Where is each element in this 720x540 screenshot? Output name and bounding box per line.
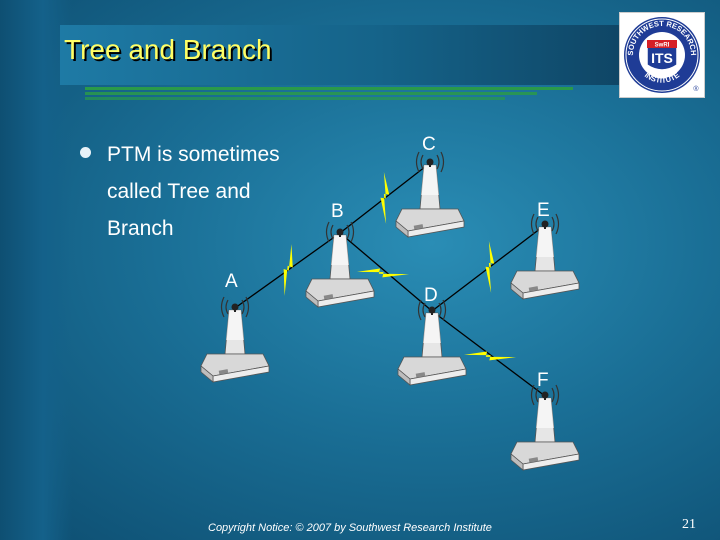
- node-a-radio-icon: [200, 296, 270, 383]
- node-f-radio-icon: [510, 384, 580, 471]
- node-b-radio-icon: [305, 221, 375, 308]
- svg-text:®: ®: [693, 85, 699, 93]
- slide-title: Tree and Branch: [64, 34, 272, 65]
- bullet-text: PTM is sometimes called Tree and Branch: [107, 136, 327, 247]
- link-a-b: [234, 232, 341, 309]
- bullet-dot: [80, 147, 91, 158]
- node-label-f: F: [537, 370, 549, 391]
- title-rule: [85, 87, 573, 90]
- title-bar: [60, 25, 700, 85]
- link-d-f: [431, 310, 546, 397]
- left-stripe: [0, 0, 72, 540]
- lightning-icon: [263, 244, 313, 296]
- page-number: 21: [682, 517, 696, 532]
- link-b-d: [339, 232, 433, 312]
- bullet-line: called Tree and: [107, 180, 251, 203]
- node-d-radio-icon: [397, 299, 467, 386]
- swri-seal-icon: SOUTHWEST RESEARCH INSTITUTE SwRI ITS ®: [624, 17, 700, 93]
- title-rule: [85, 92, 537, 95]
- node-label-d: D: [424, 285, 438, 306]
- svg-text:SwRI: SwRI: [655, 43, 670, 49]
- node-label-e: E: [537, 200, 550, 221]
- bullet-line: Branch: [107, 217, 174, 240]
- node-e-radio-icon: [510, 213, 580, 300]
- node-c-radio-icon: [395, 151, 465, 238]
- svg-text:INSTITUTE: INSTITUTE: [643, 70, 681, 84]
- lightning-icon: [466, 240, 514, 294]
- swri-its-logo: SOUTHWEST RESEARCH INSTITUTE SwRI ITS ®: [619, 12, 705, 98]
- lightning-icon: [463, 331, 517, 381]
- bullet-line: PTM is sometimes: [107, 143, 280, 166]
- title-rule: [85, 97, 505, 100]
- node-label-b: B: [331, 201, 344, 222]
- node-label-a: A: [225, 271, 238, 292]
- copyright-notice: Copyright Notice: © 2007 by Southwest Re…: [208, 522, 492, 534]
- node-label-c: C: [422, 134, 436, 155]
- svg-text:ITS: ITS: [651, 50, 673, 66]
